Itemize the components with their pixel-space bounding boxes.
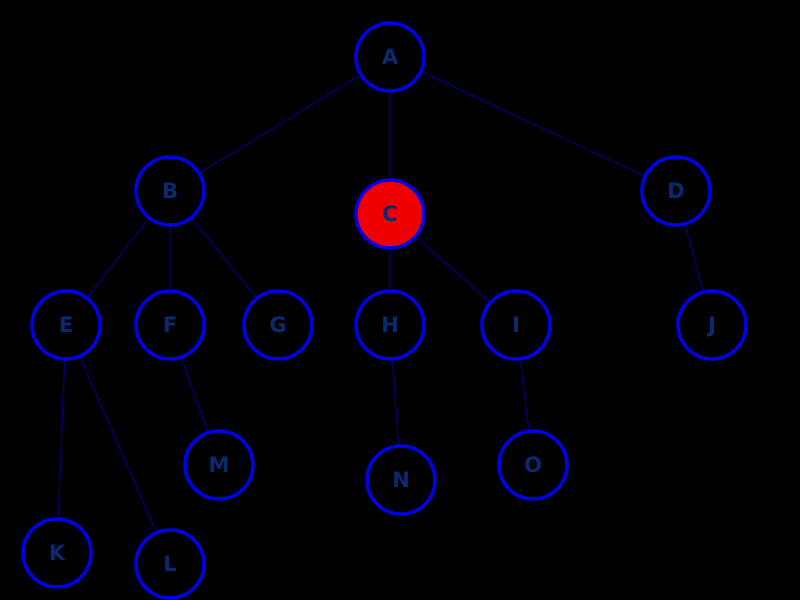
tree-node-l: L — [134, 528, 206, 600]
node-circle-b — [134, 155, 206, 227]
edge-f-m — [180, 356, 209, 434]
node-circle-k — [21, 517, 93, 589]
edge-b-g — [190, 217, 258, 299]
node-circle-d — [640, 155, 712, 227]
node-circle-l — [134, 528, 206, 600]
node-label-h: H — [381, 313, 399, 337]
tree-node-d: D — [640, 155, 712, 227]
node-circle-c — [354, 178, 426, 250]
node-label-a: A — [382, 45, 399, 69]
node-label-i: I — [512, 313, 520, 337]
node-label-k: K — [49, 541, 66, 565]
node-circle-f — [134, 289, 206, 361]
node-label-n: N — [392, 468, 410, 492]
edges-layer — [57, 70, 704, 534]
node-label-f: F — [163, 313, 177, 337]
node-circle-h — [354, 289, 426, 361]
node-label-b: B — [162, 179, 178, 203]
node-label-l: L — [163, 552, 176, 576]
node-label-c: C — [382, 202, 397, 226]
tree-node-o: O — [497, 429, 569, 501]
node-circle-j — [676, 289, 748, 361]
edge-h-n — [391, 358, 400, 447]
tree-node-h: H — [354, 289, 426, 361]
tree-node-e: E — [30, 289, 102, 361]
node-circle-e — [30, 289, 102, 361]
node-circle-i — [480, 289, 552, 361]
edge-d-j — [684, 223, 704, 293]
edge-e-l — [79, 355, 157, 534]
tree-node-g: G — [242, 289, 314, 361]
node-label-m: M — [209, 453, 230, 477]
edge-i-o — [519, 358, 530, 432]
node-label-g: G — [269, 313, 286, 337]
node-circle-o — [497, 429, 569, 501]
edge-a-d — [420, 70, 646, 178]
tree-node-n: N — [365, 444, 437, 516]
node-circle-a — [354, 21, 426, 93]
tree-node-k: K — [21, 517, 93, 589]
tree-node-a: A — [354, 21, 426, 93]
node-label-j: J — [706, 313, 716, 337]
tree-node-c: C — [354, 178, 426, 250]
tree-node-j: J — [676, 289, 748, 361]
edge-b-e — [86, 217, 150, 299]
edge-a-b — [198, 74, 362, 174]
nodes-layer: A B C D E F G H I J K L M N O — [21, 21, 748, 600]
node-circle-g — [242, 289, 314, 361]
node-circle-n — [365, 444, 437, 516]
tree-node-m: M — [183, 429, 255, 501]
tree-node-f: F — [134, 289, 206, 361]
edge-c-i — [415, 236, 491, 303]
node-label-o: O — [524, 453, 542, 477]
tree-node-i: I — [480, 289, 552, 361]
tree-node-b: B — [134, 155, 206, 227]
node-label-d: D — [667, 179, 684, 203]
node-label-e: E — [59, 313, 73, 337]
edge-e-k — [57, 358, 66, 520]
node-circle-m — [183, 429, 255, 501]
